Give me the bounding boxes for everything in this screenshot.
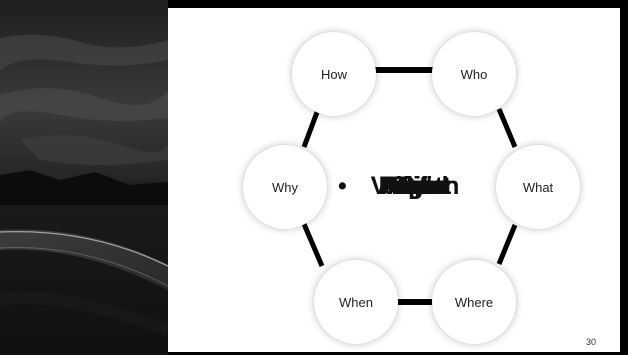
node-how[interactable]: How	[292, 32, 376, 116]
road-landscape-photo	[0, 0, 168, 355]
node-who-label: Who	[461, 67, 488, 82]
node-why[interactable]: Why	[243, 145, 327, 229]
slide-page-number: 30	[586, 337, 596, 347]
node-where[interactable]: Where	[432, 260, 516, 344]
node-when[interactable]: When	[314, 260, 398, 344]
overlapping-center-text: • Vacation Night Project Arrival Gift Pl…	[334, 166, 494, 206]
center-text-7: Airport	[334, 166, 494, 206]
node-why-label: Why	[272, 180, 298, 195]
node-what-label: What	[523, 180, 553, 195]
node-what[interactable]: What	[496, 145, 580, 229]
node-where-label: Where	[455, 295, 493, 310]
node-how-label: How	[321, 67, 347, 82]
node-when-label: When	[339, 295, 373, 310]
node-who[interactable]: Who	[432, 32, 516, 116]
